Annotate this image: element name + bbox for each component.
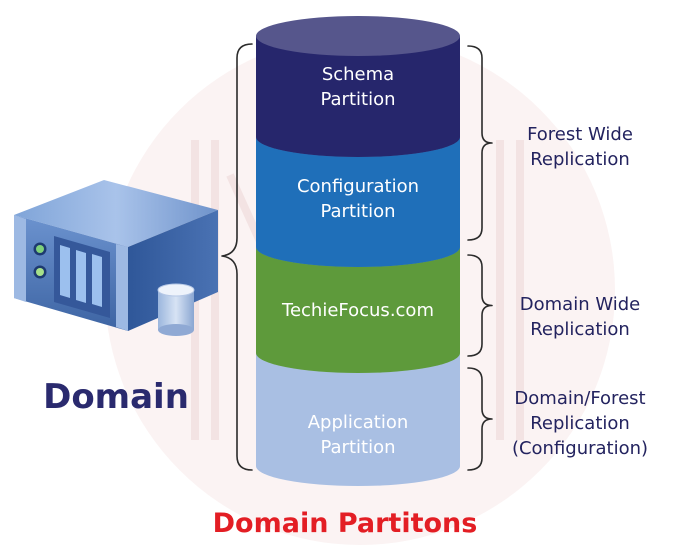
segment-label: Configuration — [297, 176, 419, 197]
annotation-label: Domain/Forest — [514, 388, 645, 409]
annotation-label: (Configuration) — [512, 438, 648, 459]
right-brace — [467, 45, 493, 241]
server-icon — [14, 180, 218, 331]
annotation-label: Replication — [530, 149, 630, 170]
partition-cylinder: ApplicationPartitionTechieFocus.comConfi… — [256, 16, 460, 486]
left-brace — [221, 43, 253, 471]
segment-body — [256, 36, 460, 157]
annotation-label: Forest Wide — [527, 124, 633, 145]
annotation-label: Domain Wide — [520, 294, 640, 315]
segment-label: Schema — [322, 64, 394, 85]
right-brace — [467, 254, 493, 357]
right-braces — [467, 45, 493, 471]
segment-body — [256, 247, 460, 373]
segment-label: TechieFocus.com — [281, 300, 434, 321]
segment-label: Partition — [320, 89, 395, 110]
segment-label: Partition — [320, 437, 395, 458]
server-label: Domain — [43, 377, 189, 417]
right-brace — [467, 367, 493, 471]
annotation-label: Replication — [530, 413, 630, 434]
segment-body — [256, 137, 460, 267]
database-icon — [157, 283, 195, 336]
segment-body — [256, 353, 460, 486]
diagram-title: Domain Partitons — [213, 508, 478, 539]
segment-top — [256, 16, 460, 56]
annotation-label: Replication — [530, 319, 630, 340]
segment-label: Partition — [320, 201, 395, 222]
segment-label: Application — [308, 412, 409, 433]
